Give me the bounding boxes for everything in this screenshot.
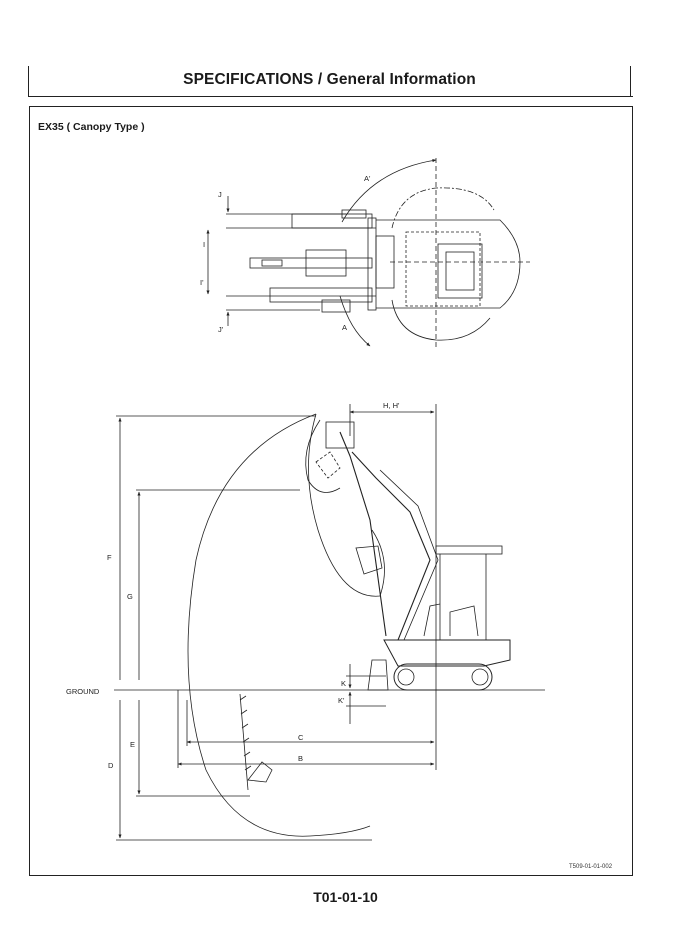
operator-seat [449, 605, 479, 637]
content-frame [29, 106, 633, 876]
boom-top-outline [249, 257, 373, 269]
boom-raised-outline [351, 451, 431, 641]
swing-radius-upper [391, 187, 495, 229]
label-e: E [130, 740, 136, 749]
bucket-alt-position [315, 451, 341, 479]
label-a-prime: A' [364, 174, 371, 183]
inner-range-curve [308, 413, 385, 597]
label-i-prime: I' [200, 278, 204, 287]
label-g: G [127, 592, 133, 601]
bucket-deep [247, 761, 273, 783]
crawler-track [393, 663, 493, 691]
swing-arc-right [339, 295, 371, 347]
swing-radius-lower [391, 299, 491, 341]
seat-cushion [445, 251, 475, 291]
label-ground: GROUND [66, 687, 100, 696]
sprocket-wheel [471, 668, 489, 686]
label-k-prime: K' [338, 696, 345, 705]
swing-arc-left [341, 158, 437, 223]
dig-wall [239, 693, 249, 791]
label-a: A [342, 323, 348, 332]
page-number: T01-01-10 [313, 889, 378, 905]
header-left-border [28, 66, 29, 96]
boom-cylinder [305, 249, 347, 277]
label-k: K [341, 679, 347, 688]
swing-bracket [375, 235, 395, 289]
label-b: B [298, 754, 304, 763]
top-view [206, 158, 530, 350]
header-rule [28, 96, 633, 97]
bucket-top [261, 259, 283, 267]
canopy-outline [405, 231, 481, 307]
idler-wheel [397, 668, 415, 686]
seat-outline [437, 243, 483, 299]
offset-cylinder-lower [321, 299, 351, 313]
dig-wall-hatch [239, 695, 252, 771]
boom-raised-inner [379, 469, 439, 641]
header-right-border [630, 66, 631, 96]
page-title: SPECIFICATIONS / General Information [183, 71, 476, 88]
canopy-roof [435, 545, 503, 555]
bucket-swing-curve [305, 419, 341, 493]
label-c: C [298, 733, 304, 742]
label-f: F [107, 553, 112, 562]
offset-boom-lower [269, 287, 373, 303]
working-range-envelope [187, 413, 371, 837]
label-h: H, H' [383, 401, 400, 410]
dozer-blade [367, 659, 389, 691]
label-j: J [218, 190, 222, 199]
label-i: I [203, 240, 206, 249]
label-d: D [108, 761, 114, 770]
side-view [114, 404, 545, 841]
offset-boom-upper [291, 213, 373, 229]
figure-code: T509-01-01-002 [569, 864, 613, 870]
label-j-prime: J' [218, 325, 224, 334]
arm-raised-outline [339, 431, 387, 637]
bucket-curl-position [355, 545, 383, 575]
control-lever [423, 603, 441, 637]
model-label: EX35 ( Canopy Type ) [38, 121, 145, 133]
upper-body [383, 639, 511, 667]
bucket-top-position [325, 421, 355, 449]
upper-structure-outline [376, 219, 521, 309]
